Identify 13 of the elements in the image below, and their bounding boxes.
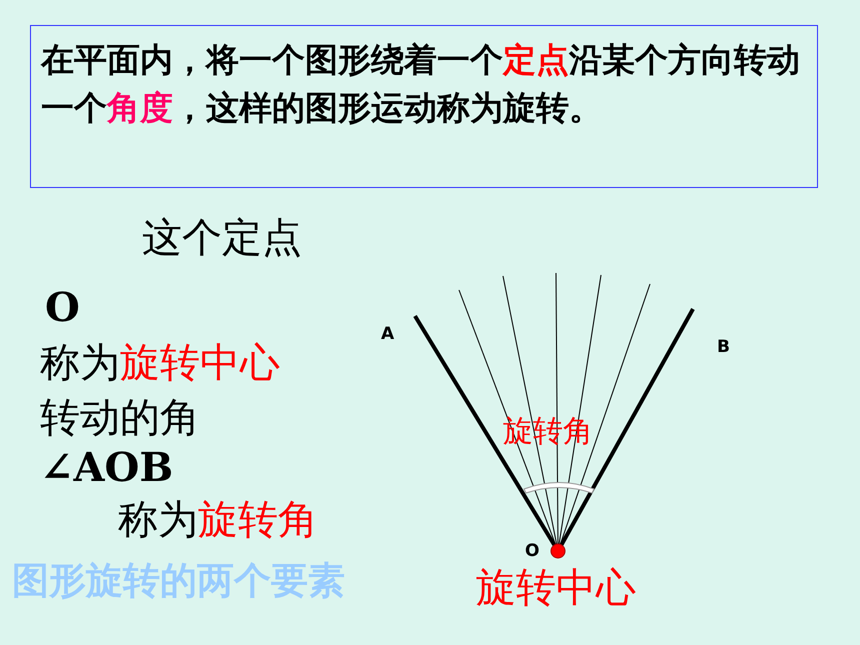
angle-label: ∠AOB	[40, 445, 174, 491]
definition-box	[30, 25, 818, 188]
term-text: 这个定点	[142, 215, 302, 261]
point-label: O	[45, 285, 80, 331]
term-text: 转动的角	[40, 395, 200, 441]
definition-text: 在平面内，将一个图形绕着一个定点沿某个方向转动一个角度，这样的图形运动称为旋转。	[41, 39, 801, 129]
term-text: 称为旋转中心	[40, 340, 280, 386]
point-label: O	[525, 542, 540, 562]
point-label: A	[381, 325, 394, 345]
term-text: 称为旋转角	[118, 497, 318, 543]
point-label: B	[717, 338, 730, 358]
subtitle-text: 图形旋转的两个要素	[12, 560, 345, 603]
center-label: 旋转中心	[476, 565, 636, 611]
